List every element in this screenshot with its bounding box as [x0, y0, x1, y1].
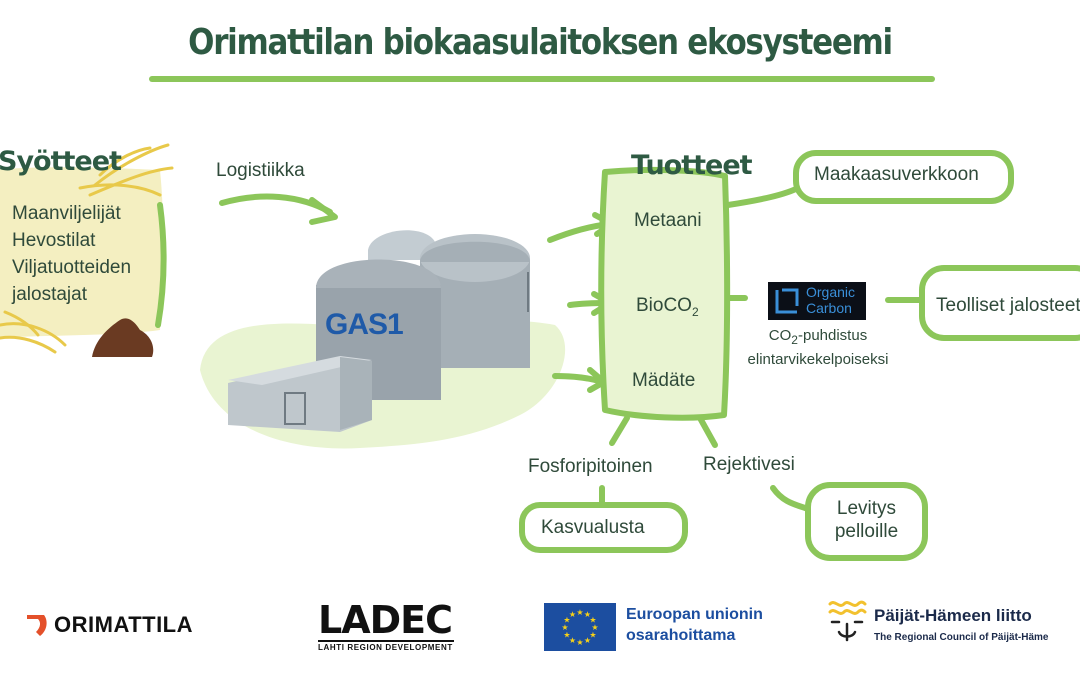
organic-carbon-logo-box — [768, 282, 866, 320]
ladec-bar — [318, 640, 454, 642]
reject-water-label: Rejektivesi — [703, 454, 795, 475]
paijat-hame-text: Päijät-Hämeen liitto The Regional Counci… — [874, 606, 1049, 643]
gas-grid-label: Maakaasuverkkoon — [814, 164, 979, 185]
inputs-header: Syötteet — [0, 146, 122, 177]
eu-funding-text: Euroopan unionin osarahoittama — [626, 606, 763, 644]
logistics-label: Logistiikka — [216, 160, 305, 181]
input-item: Hevostilat — [12, 230, 96, 251]
product-bioco2: BioCO2 — [636, 295, 699, 319]
inputs-box-right-edge — [155, 202, 167, 328]
eu-star-icon: ★ — [561, 623, 568, 632]
field-spreading-label: Levitys pelloille — [834, 498, 899, 542]
orimattila-logo: ORIMATTILA — [24, 612, 193, 638]
products-box — [598, 166, 731, 421]
wheat-icon — [78, 143, 174, 197]
eu-star-icon: ★ — [576, 638, 583, 647]
eu-star-icon: ★ — [591, 623, 598, 632]
eu-stars: ★★★★★★★★★★★★ — [561, 608, 598, 647]
input-item: Maanviljelijät — [12, 203, 121, 224]
organic-carbon-logo: Organic Carbon — [806, 284, 856, 316]
paijat-hame-emblem-icon — [828, 600, 867, 642]
biogas-tanks — [316, 230, 530, 400]
ladec-subtitle: LAHTI REGION DEVELOPMENT — [318, 643, 453, 652]
eu-star-icon: ★ — [576, 608, 583, 617]
building — [228, 356, 372, 432]
phosphorus-label: Fosforipitoinen — [528, 456, 653, 477]
product-digestate: Mädäte — [632, 370, 696, 391]
growing-medium-box — [519, 502, 688, 553]
inputs-list: Maanviljelijät Hevostilat Viljatuotteide… — [12, 200, 131, 308]
straw-icon — [0, 310, 67, 354]
eu-star-icon: ★ — [584, 610, 591, 619]
reject-connector — [697, 415, 718, 448]
input-item: Viljatuotteiden — [12, 257, 132, 278]
eu-flag — [544, 603, 616, 651]
products-header: Tuotteet — [631, 150, 753, 181]
eu-star-icon: ★ — [563, 616, 570, 625]
page-title: Orimattilan biokaasulaitoksen ekosysteem… — [188, 22, 893, 63]
eu-star-icon: ★ — [589, 616, 596, 625]
manure-icon — [92, 318, 154, 357]
product-methane: Metaani — [634, 210, 702, 231]
eu-star-icon: ★ — [569, 636, 576, 645]
phosphorus-connector — [609, 415, 630, 446]
eu-star-icon: ★ — [589, 631, 596, 640]
eu-star-icon: ★ — [563, 631, 570, 640]
gas-grid-connector — [725, 184, 803, 208]
industrial-box — [919, 265, 1080, 341]
spreading-connector — [770, 485, 813, 513]
ladec-logo: LADEC — [318, 598, 453, 642]
organic-carbon-mark — [775, 288, 799, 314]
eu-star-icon: ★ — [569, 610, 576, 619]
co2-cleaning-label: CO2-puhdistus elintarvikekelpoiseksi — [747, 327, 889, 368]
field-spreading-box — [805, 482, 928, 561]
gas-grid-box — [793, 150, 1014, 204]
gas1-logo: GAS1 — [325, 308, 404, 341]
inputs-box — [0, 167, 164, 338]
orimattila-emblem-icon — [27, 615, 47, 636]
growing-medium-label: Kasvualusta — [541, 517, 645, 538]
eu-star-icon: ★ — [584, 636, 591, 645]
industrial-label: Teolliset jalosteet — [936, 295, 1080, 316]
input-item: jalostajat — [12, 284, 87, 305]
